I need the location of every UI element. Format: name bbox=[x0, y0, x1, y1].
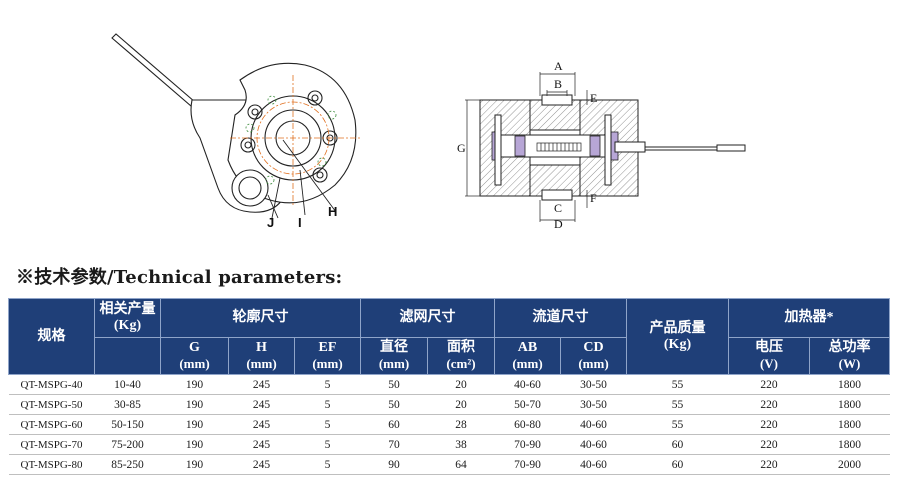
cell: 60 bbox=[360, 414, 428, 435]
cell: QT-MSPG-80 bbox=[8, 454, 95, 475]
cell: 60-80 bbox=[494, 414, 561, 435]
label-c: C bbox=[554, 201, 562, 215]
cell: 30-50 bbox=[560, 374, 627, 395]
cell: 28 bbox=[427, 414, 495, 435]
technical-parameters-table: 规格 相关产量(Kg) 轮廓尺寸 滤网尺寸 流道尺寸 产品质量(Kg) 加热器*… bbox=[8, 298, 890, 475]
cell: 220 bbox=[728, 414, 810, 435]
cell: QT-MSPG-50 bbox=[8, 394, 95, 415]
front-view-drawing: H I J bbox=[111, 33, 360, 230]
cell: 90 bbox=[360, 454, 428, 475]
cell: 190 bbox=[160, 374, 229, 395]
cell: 220 bbox=[728, 374, 810, 395]
label-a: A bbox=[554, 59, 563, 73]
cell: 5 bbox=[294, 414, 361, 435]
cell: QT-MSPG-70 bbox=[8, 434, 95, 455]
cell: 5 bbox=[294, 434, 361, 455]
cell: 30-50 bbox=[560, 394, 627, 415]
cell: 55 bbox=[626, 394, 729, 415]
label-d: D bbox=[554, 217, 563, 230]
cell: 64 bbox=[427, 454, 495, 475]
cell: 50 bbox=[360, 394, 428, 415]
cell: 220 bbox=[728, 434, 810, 455]
cell: 40-60 bbox=[560, 454, 627, 475]
header-channel: 流道尺寸 bbox=[494, 298, 627, 338]
cell: 50 bbox=[360, 374, 428, 395]
cell: 38 bbox=[427, 434, 495, 455]
table-row: QT-MSPG-40 10-40 190 245 5 50 20 40-60 3… bbox=[8, 374, 890, 395]
table-row: QT-MSPG-50 30-85 190 245 5 50 20 50-70 3… bbox=[8, 394, 890, 415]
cell: 190 bbox=[160, 434, 229, 455]
header-power: 总功率(W) bbox=[809, 337, 890, 375]
cell: 1800 bbox=[809, 374, 890, 395]
header-g: G(mm) bbox=[160, 337, 229, 375]
header-capacity: 相关产量(Kg) bbox=[94, 298, 161, 338]
cell: 5 bbox=[294, 454, 361, 475]
cell: 60 bbox=[626, 454, 729, 475]
cell: 10-40 bbox=[94, 374, 161, 395]
cell: 70 bbox=[360, 434, 428, 455]
cell: 1800 bbox=[809, 414, 890, 435]
table-row: QT-MSPG-80 85-250 190 245 5 90 64 70-90 … bbox=[8, 454, 890, 475]
cell: 70-90 bbox=[494, 434, 561, 455]
label-f: F bbox=[590, 191, 597, 205]
label-b: B bbox=[554, 77, 562, 91]
cell: 190 bbox=[160, 414, 229, 435]
header-ef: EF(mm) bbox=[294, 337, 361, 375]
cell: 220 bbox=[728, 454, 810, 475]
cell: 40-60 bbox=[494, 374, 561, 395]
cell: 30-85 bbox=[94, 394, 161, 415]
header-cd: CD(mm) bbox=[560, 337, 627, 375]
cell: 40-60 bbox=[560, 434, 627, 455]
header-voltage: 电压(V) bbox=[728, 337, 810, 375]
cell: 245 bbox=[228, 394, 295, 415]
label-j: J bbox=[267, 215, 274, 230]
cell: 60 bbox=[626, 434, 729, 455]
header-ab: AB(mm) bbox=[494, 337, 561, 375]
cell: 55 bbox=[626, 374, 729, 395]
cell: 1800 bbox=[809, 434, 890, 455]
cell: 40-60 bbox=[560, 414, 627, 435]
label-g: G bbox=[457, 141, 466, 155]
cell: 50-70 bbox=[494, 394, 561, 415]
cell: 245 bbox=[228, 454, 295, 475]
header-spec: 规格 bbox=[8, 298, 95, 375]
cell: 85-250 bbox=[94, 454, 161, 475]
cell: 245 bbox=[228, 374, 295, 395]
label-h: H bbox=[328, 204, 337, 219]
section-title: ※技术参数/Technical parameters: bbox=[16, 267, 343, 288]
cell: 190 bbox=[160, 394, 229, 415]
cell: 220 bbox=[728, 394, 810, 415]
header-filter: 滤网尺寸 bbox=[360, 298, 495, 338]
cell: 1800 bbox=[809, 394, 890, 415]
cell: 70-90 bbox=[494, 454, 561, 475]
label-i: I bbox=[298, 215, 302, 230]
cell: 20 bbox=[427, 374, 495, 395]
header-diameter: 直径(mm) bbox=[360, 337, 428, 375]
section-view-drawing: A B C D E F G bbox=[457, 59, 746, 230]
cell: 20 bbox=[427, 394, 495, 415]
cell: 190 bbox=[160, 454, 229, 475]
header-weight: 产品质量(Kg) bbox=[626, 298, 729, 375]
header-area: 面积(cm²) bbox=[427, 337, 495, 375]
header-heater: 加热器* bbox=[728, 298, 890, 338]
cell: 75-200 bbox=[94, 434, 161, 455]
cell: 5 bbox=[294, 394, 361, 415]
cell: 55 bbox=[626, 414, 729, 435]
cell: QT-MSPG-40 bbox=[8, 374, 95, 395]
table-row: QT-MSPG-70 75-200 190 245 5 70 38 70-90 … bbox=[8, 434, 890, 455]
cell: 2000 bbox=[809, 454, 890, 475]
table-row: QT-MSPG-60 50-150 190 245 5 60 28 60-80 … bbox=[8, 414, 890, 435]
label-e: E bbox=[590, 91, 597, 105]
cell: 245 bbox=[228, 414, 295, 435]
cell: 245 bbox=[228, 434, 295, 455]
cell: 50-150 bbox=[94, 414, 161, 435]
cell: 5 bbox=[294, 374, 361, 395]
cell: QT-MSPG-60 bbox=[8, 414, 95, 435]
header-capacity-blank bbox=[94, 337, 161, 375]
header-h: H(mm) bbox=[228, 337, 295, 375]
header-outline: 轮廓尺寸 bbox=[160, 298, 361, 338]
